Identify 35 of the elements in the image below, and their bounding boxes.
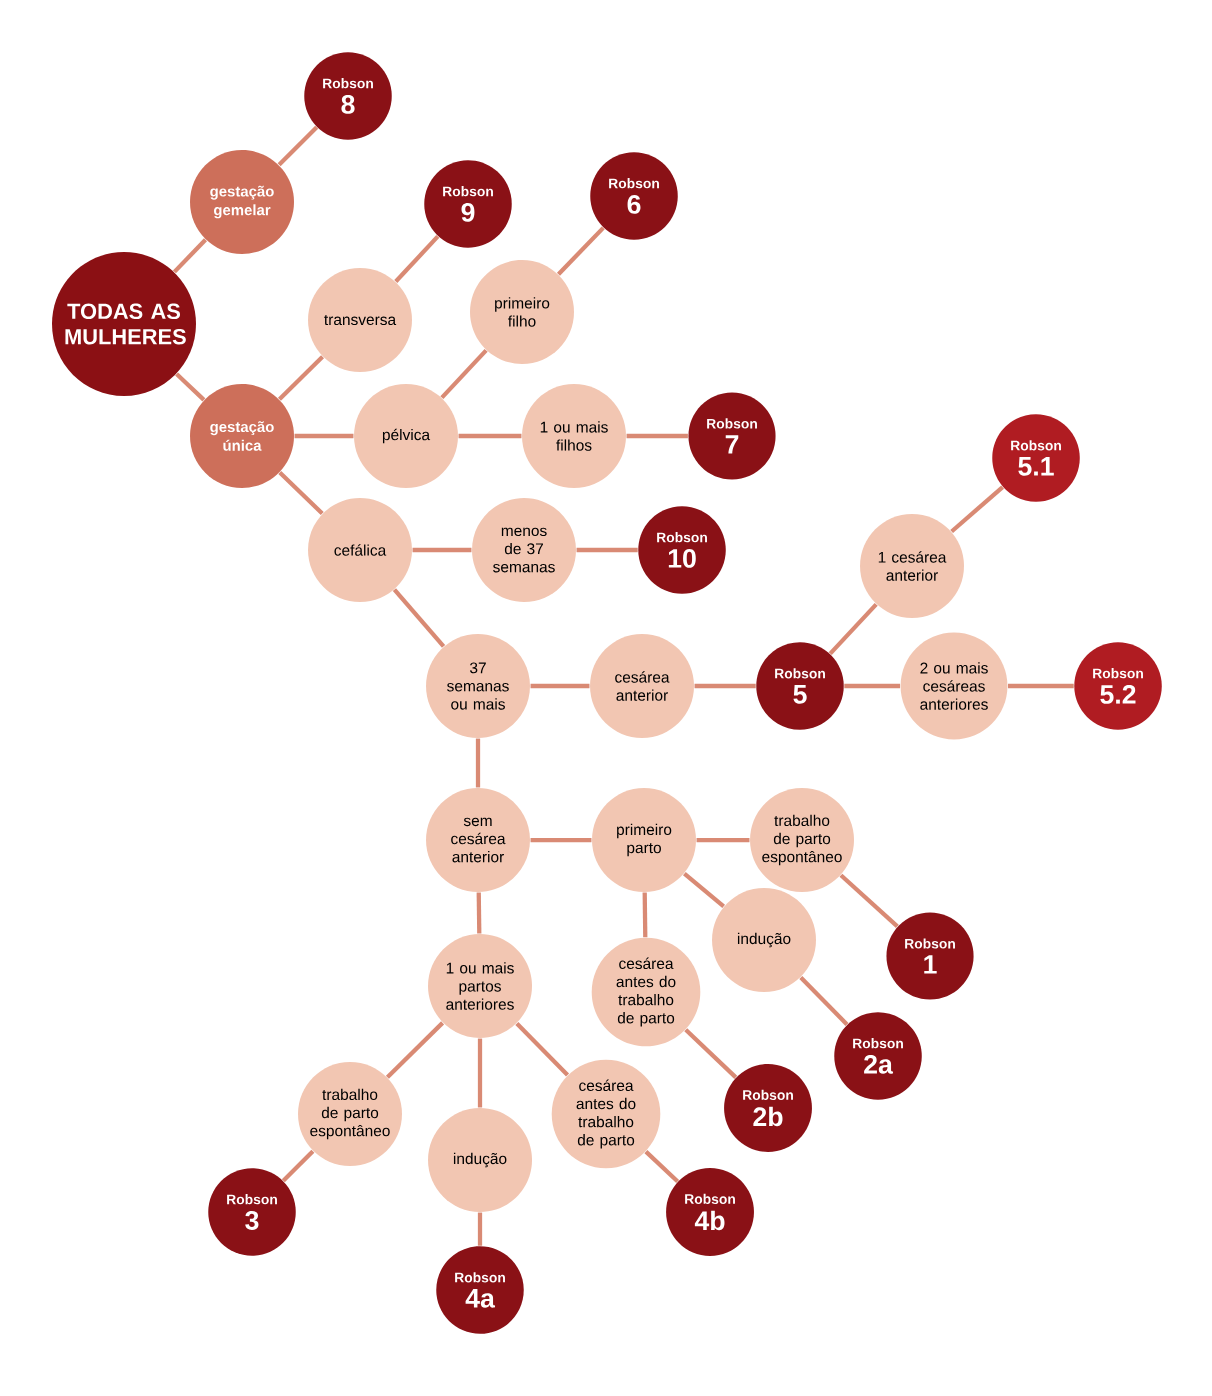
connector-line [476,892,482,934]
connector-line [530,837,592,843]
connector-line [458,433,522,439]
connector-line [839,873,899,928]
connector-line [175,372,206,402]
connector-line [392,588,446,648]
connector-line [844,683,901,689]
connector-line [696,837,750,843]
connector-line [475,738,481,788]
connector-line [556,226,605,276]
connector-line [694,683,756,689]
connector-line [576,547,638,553]
connector-line [1008,683,1074,689]
connector-line [530,683,590,689]
connector-line [440,348,488,400]
connector-line [385,1021,445,1079]
connector-line [799,975,849,1026]
connector-line [828,602,878,656]
connector-line [684,1028,738,1079]
connector-line [394,234,440,283]
connector-line [281,1149,315,1183]
connector-line [277,125,319,167]
connector-line [515,1021,570,1077]
connector-line [642,892,648,938]
connector-line [950,485,1004,534]
connector-line [477,1212,483,1246]
connector-line [644,1150,680,1184]
connector-line [278,470,324,516]
connector-line [172,238,207,274]
connector-line [626,433,688,439]
connector-line [412,547,472,553]
connector-line [683,872,725,908]
connector-line [477,1038,483,1108]
connector-line [277,355,325,401]
connector-line [294,433,354,439]
